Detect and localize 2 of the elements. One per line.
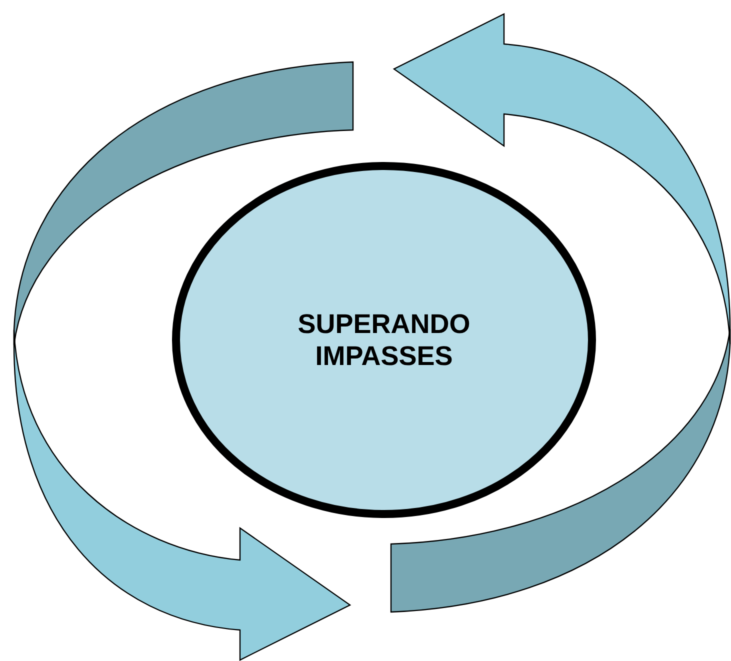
title-text: SUPERANDO IMPASSES	[296, 308, 472, 372]
center-ellipse	[172, 162, 596, 518]
